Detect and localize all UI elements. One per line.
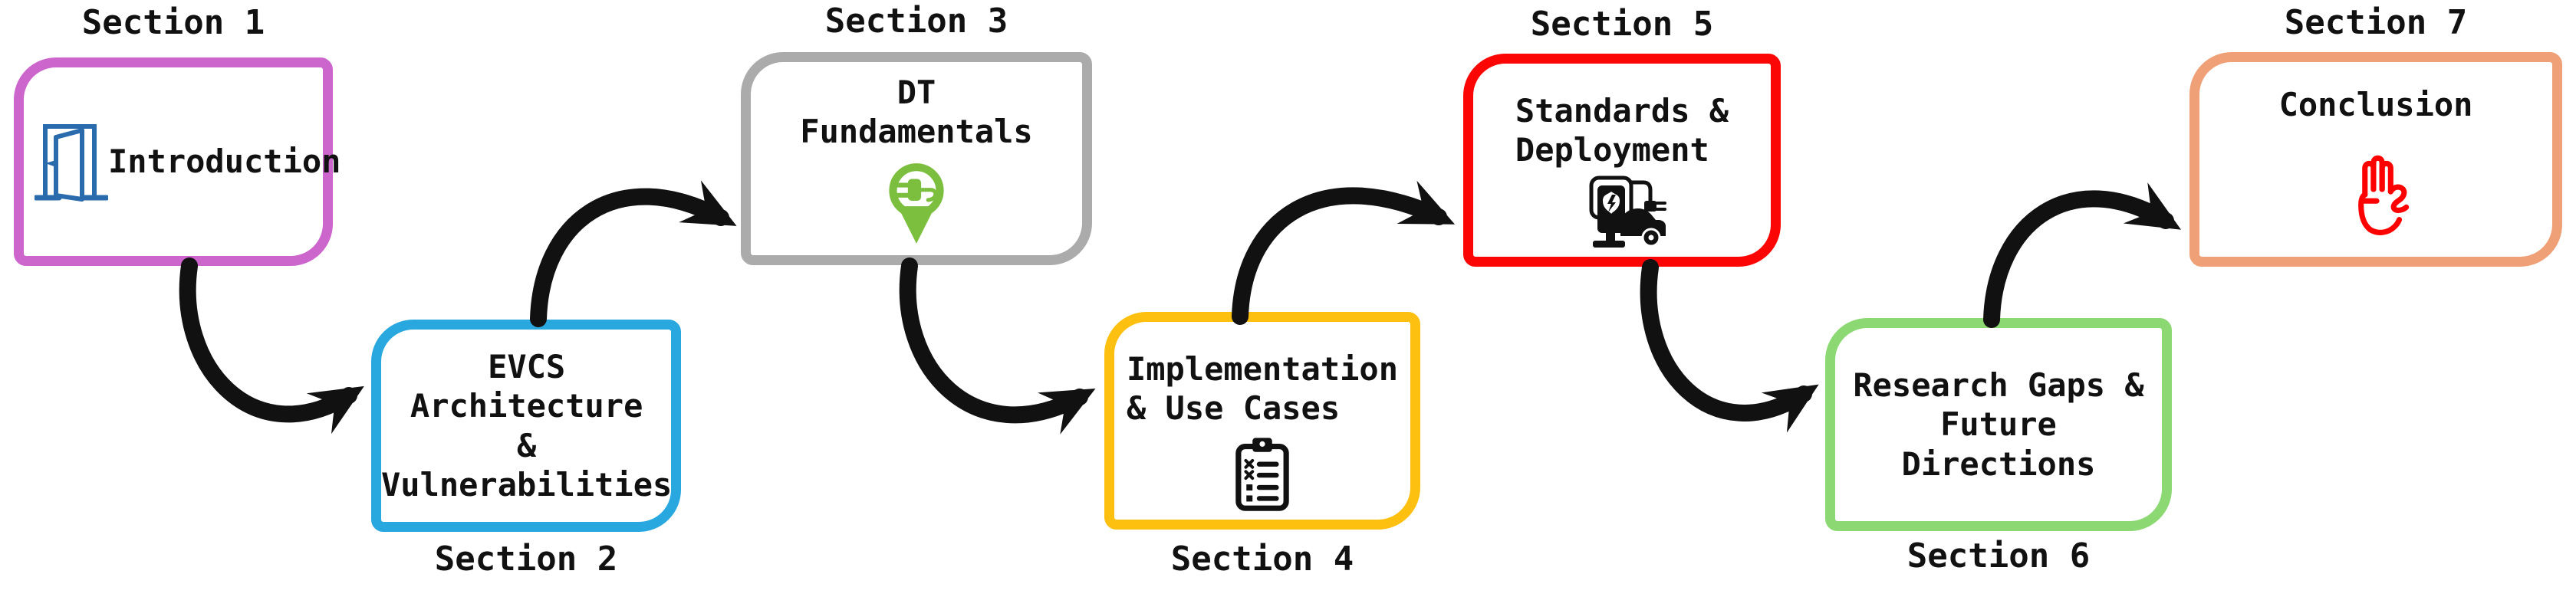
arrow-section5-to-section6 [1640,259,1819,433]
section-2-title-line: EVCS [488,348,566,386]
section-2-title-line: Vulnerabilities [381,465,673,504]
section-6-title-line: Research Gaps & [1853,366,2144,405]
checklist-clipboard-icon [1232,436,1293,512]
arrow-section3-to-section4 [899,257,1096,435]
open-door-icon [35,121,108,202]
section-7-icon-area [2199,124,2552,257]
section-2-label: Section 2 [434,540,618,579]
section-5-label: Section 5 [1530,5,1714,44]
section-6-box: Research Gaps & Future Directions [1825,318,2172,531]
section-2-title: EVCS Architecture & Vulnerabilities [381,347,672,504]
section-6-label: Section 6 [1907,536,2091,576]
ev-location-pin-icon [877,158,956,248]
section-3-icon-area [751,151,1082,255]
arrow-section1-to-section2 [179,257,364,435]
stop-hand-icon [2336,145,2416,237]
section-3-title: DT Fundamentals [800,73,1032,151]
section-3-box: DT Fundamentals [741,52,1092,265]
section-7-box: Conclusion [2189,52,2562,267]
section-6-title-line: Future [1940,405,2057,444]
section-4-title-line: Implementation [1126,350,1398,388]
section-1-box: Introduction [14,57,341,266]
section-7-title-line: Conclusion [2278,86,2473,123]
section-1-label: Section 1 [81,3,265,42]
section-4-title-line: & Use Cases [1126,389,1341,428]
section-5-title-line: Standards & [1515,92,1729,130]
section-5-title: Standards & Deployment [1515,91,1729,169]
section-4-label: Section 4 [1170,540,1354,579]
section-6-title: Research Gaps & Future Directions [1853,366,2143,484]
section-7-label: Section 7 [2284,3,2468,42]
arrow-section4-to-section5 [1232,180,1456,325]
section-4-title: Implementation & Use Cases [1127,349,1398,428]
section-6-title-line: Directions [1901,444,2096,483]
section-3-label: Section 3 [824,2,1008,41]
arrow-section2-to-section3 [530,180,737,327]
section-5-icon-area [1473,169,1771,257]
section-5-box: Standards & Deployment [1463,54,1781,267]
section-7-title: Conclusion [2279,85,2473,124]
section-2-title-line: Architecture [410,387,643,425]
section-1-content: Introduction [24,121,341,202]
section-3-title-line: DT [897,74,936,111]
arrow-section6-to-section7 [1983,182,2182,328]
ev-charging-station-icon [1574,173,1670,254]
section-1-title: Introduction [108,143,341,181]
section-4-icon-area [1114,428,1410,520]
section-2-title-line: & [517,426,537,464]
section-2-box: EVCS Architecture & Vulnerabilities [371,320,681,532]
section-4-box: Implementation & Use Cases [1104,312,1420,530]
section-3-title-line: Fundamentals [800,113,1033,151]
section-5-title-line: Deployment [1515,131,1709,169]
